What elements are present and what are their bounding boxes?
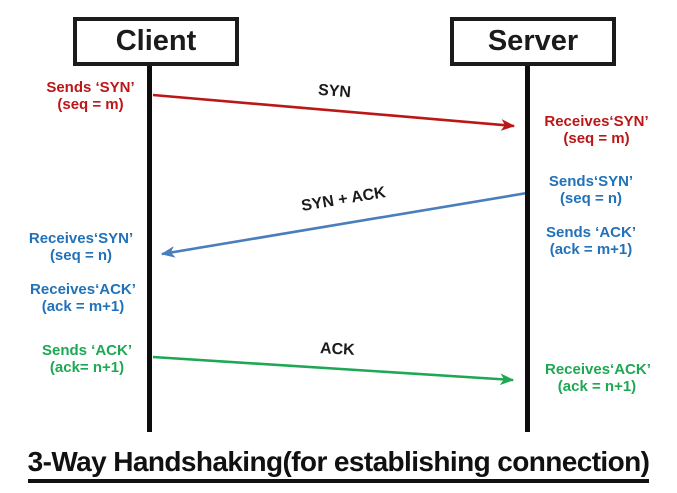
- server-actor-box: Server: [450, 17, 616, 66]
- diagram-title: 3-Way Handshaking(for establishing conne…: [27, 446, 650, 483]
- note-line: (ack = m+1): [41, 298, 125, 315]
- syn-arrow-label: SYN: [317, 81, 352, 102]
- note-line: Sends ‘ACK’: [545, 224, 636, 241]
- note-line: Sends ‘ACK’: [41, 342, 132, 359]
- note-line: (seq = n): [49, 247, 113, 264]
- syn-ack-arrow: [160, 191, 528, 258]
- note-line: (ack= n+1): [49, 359, 125, 376]
- note-client-receives-syn: Receives‘SYN’ (seq = n): [25, 230, 137, 264]
- note-line: Receives‘ACK’: [30, 281, 136, 298]
- note-line: (seq = m): [57, 96, 124, 113]
- note-server-receives-ack: Receives‘ACK’ (ack = n+1): [545, 361, 651, 395]
- note-line: Sends ‘SYN’: [46, 79, 135, 96]
- note-server-receives-syn: Receives‘SYN’ (seq = m): [544, 113, 649, 147]
- note-line: (ack = n+1): [557, 378, 637, 395]
- client-actor-box: Client: [73, 17, 239, 66]
- note-line: Receives‘SYN’: [544, 113, 649, 130]
- syn-arrow: [152, 93, 516, 131]
- note-server-sends-ack: Sends ‘ACK’ (ack = m+1): [543, 224, 639, 258]
- ack-arrow-label: ACK: [319, 340, 356, 359]
- note-line: (seq = m): [563, 130, 630, 147]
- note-client-sends-syn: Sends ‘SYN’ (seq = m): [38, 79, 143, 113]
- note-line: Receives‘ACK’: [545, 361, 651, 378]
- note-line: (ack = m+1): [549, 241, 633, 258]
- server-actor-label: Server: [487, 25, 579, 57]
- note-line: (seq = n): [559, 190, 623, 207]
- note-client-receives-ack: Receives‘ACK’ (ack = m+1): [25, 281, 141, 315]
- client-actor-label: Client: [115, 25, 197, 57]
- note-line: Sends‘SYN’: [548, 173, 634, 190]
- diagram-title-row: 3-Way Handshaking(for establishing conne…: [0, 446, 677, 483]
- ack-arrow: [152, 355, 515, 386]
- client-lifeline: [147, 62, 152, 432]
- note-line: Receives‘SYN’: [28, 230, 134, 247]
- note-client-sends-ack: Sends ‘ACK’ (ack= n+1): [38, 342, 136, 376]
- server-lifeline: [525, 62, 530, 432]
- note-server-sends-syn: Sends‘SYN’ (seq = n): [545, 173, 637, 207]
